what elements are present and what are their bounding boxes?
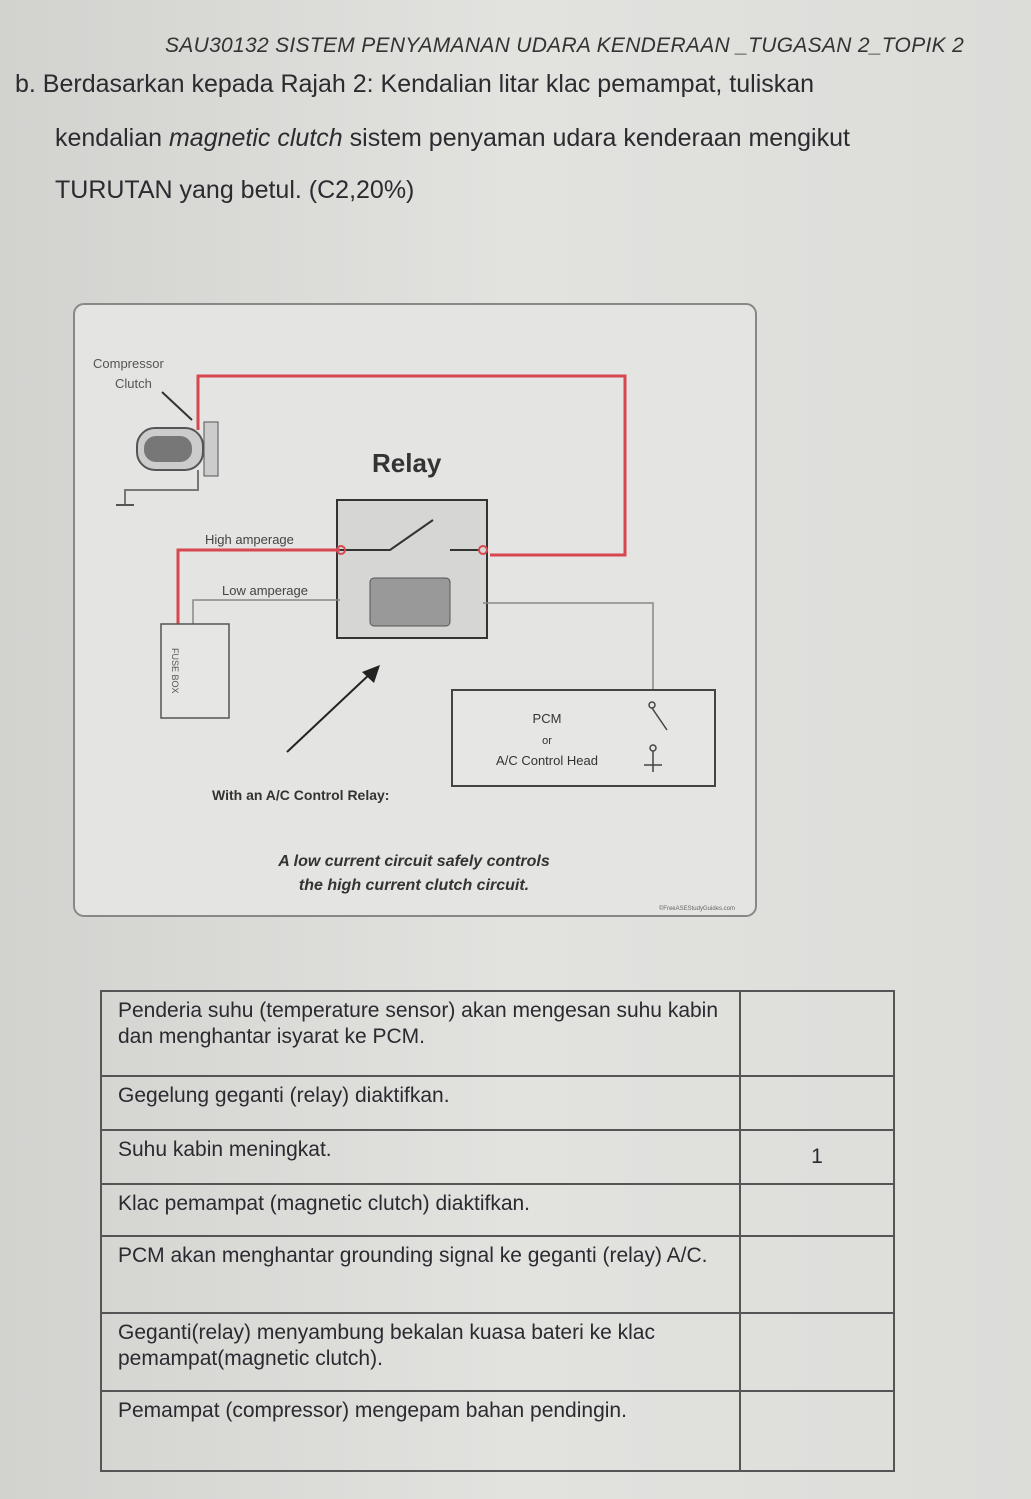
ground-wire [124,470,199,505]
order-input[interactable] [739,1183,895,1237]
fuse-box [160,623,230,719]
table-row: Suhu kabin meningkat.1 [100,1129,895,1185]
order-input[interactable] [739,1312,895,1392]
step-text: Klac pemampat (magnetic clutch) diaktifk… [100,1183,741,1237]
compressor-icon [136,421,219,477]
pcm-box [451,689,716,787]
table-row: Penderia suhu (temperature sensor) akan … [100,990,895,1077]
order-input[interactable] [739,1390,895,1472]
table-row: PCM akan menghantar grounding signal ke … [100,1235,895,1314]
high-current-wire [196,374,627,557]
low-amperage-label: Low amperage [222,583,308,598]
table-row: Gegelung geganti (relay) diaktifkan. [100,1075,895,1131]
arrow-head-icon [362,665,380,683]
relay-title: Relay [372,448,442,478]
order-input[interactable]: 1 [739,1129,895,1185]
fuse-box-label: FUSE BOX [170,648,180,694]
step-text: Geganti(relay) menyambung bekalan kuasa … [100,1312,741,1392]
fuse-to-relay-wire [176,548,340,624]
caption-line-2: the high current clutch circuit. [299,877,529,894]
order-input[interactable] [739,990,895,1077]
question-line-3: TURUTAN yang betul. (C2,20%) [55,176,415,204]
ac-control-head-label: A/C Control Head [496,753,598,768]
clutch-pointer [161,391,193,421]
relay-to-pcm-wire [483,602,654,700]
text: kendalian [55,124,169,152]
step-text: PCM akan menghantar grounding signal ke … [100,1235,741,1314]
relay-coil [369,577,451,627]
with-relay-label: With an A/C Control Relay: [212,787,389,803]
document-header: SAU30132 SISTEM PENYAMANAN UDARA KENDERA… [165,34,965,57]
relay-switch [340,519,434,551]
caption-line-1: A low current circuit safely controls [277,853,550,870]
terminal [478,545,488,555]
pcm-switch-icon [644,701,668,772]
question-line-1: b. Berdasarkan kepada Rajah 2: Kendalian… [15,70,815,98]
low-current-wire [192,599,340,624]
text: sistem penyaman udara kenderaan mengikut [342,124,850,152]
step-text: Suhu kabin meningkat. [100,1129,741,1185]
terminal [336,545,346,555]
sequence-table: Penderia suhu (temperature sensor) akan … [100,990,895,1472]
pcm-label: PCM [533,711,562,726]
step-text: Pemampat (compressor) mengepam bahan pen… [100,1390,741,1472]
step-text: Gegelung geganti (relay) diaktifkan. [100,1075,741,1131]
clutch-label: Clutch [115,376,152,391]
table-row: Pemampat (compressor) mengepam bahan pen… [100,1390,895,1472]
high-amperage-label: High amperage [205,532,294,547]
order-input[interactable] [739,1235,895,1314]
table-row: Klac pemampat (magnetic clutch) diaktifk… [100,1183,895,1237]
italic-term: magnetic clutch [168,124,343,152]
question-line-2: kendalian magnetic clutch sistem penyama… [55,124,850,153]
table-row: Geganti(relay) menyambung bekalan kuasa … [100,1312,895,1392]
order-input[interactable] [739,1075,895,1131]
compressor-label: Compressor [93,356,164,371]
credit: ©FreeASEStudyGuides.com [659,905,735,912]
step-text: Penderia suhu (temperature sensor) akan … [100,990,741,1077]
or-label: or [542,735,552,747]
arrow-line [286,671,373,753]
